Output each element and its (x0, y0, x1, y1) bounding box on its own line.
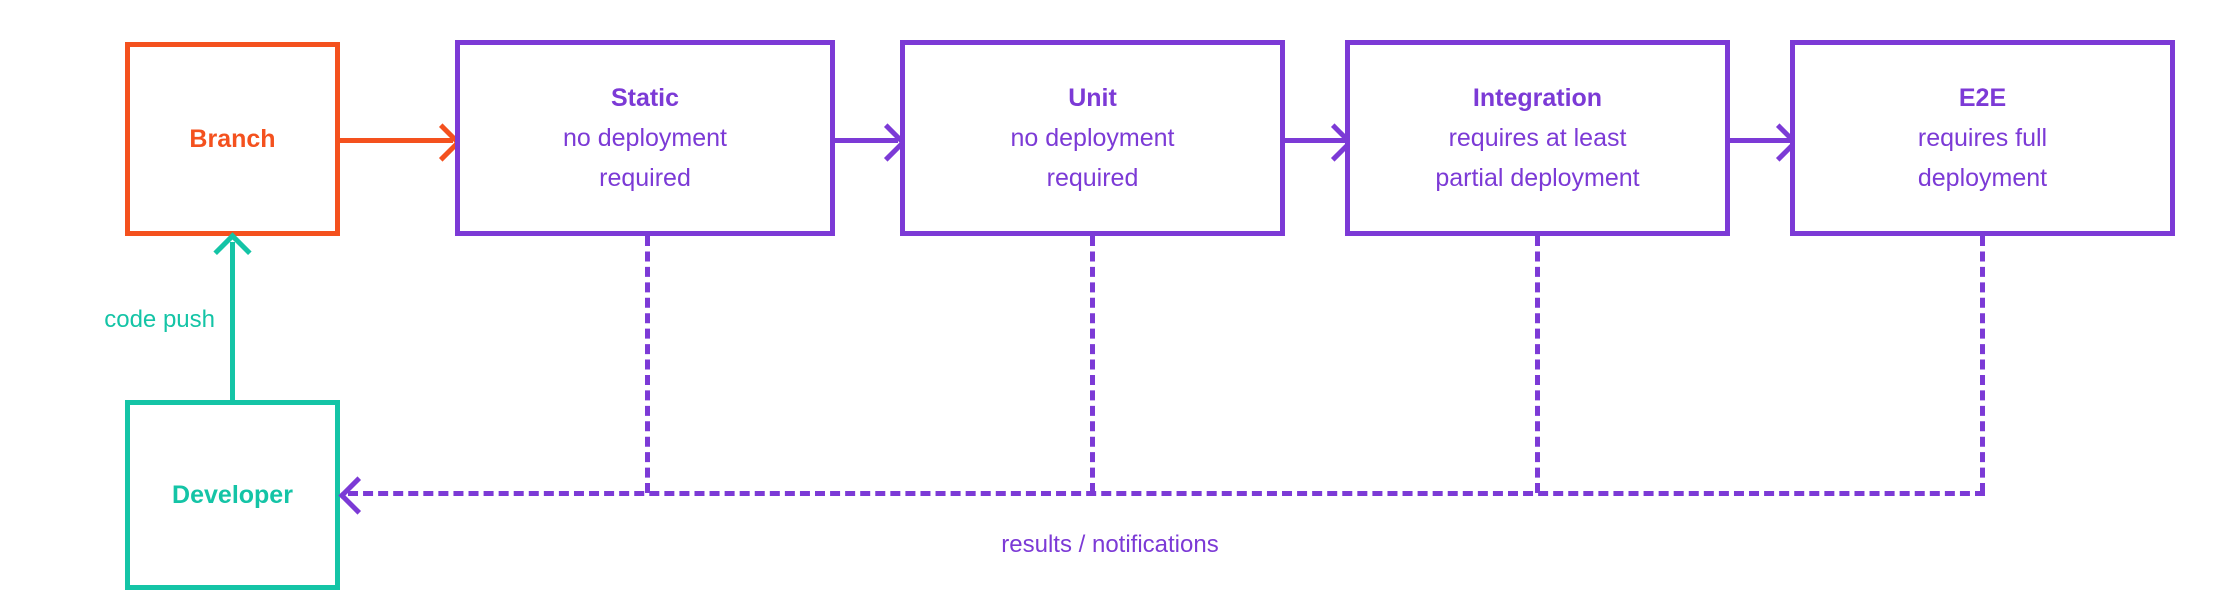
edge-static-to-unit-line (835, 138, 898, 143)
node-integration-line1: requires at least (1448, 124, 1627, 152)
edge-unit-to-integration-line (1285, 138, 1345, 143)
node-unit-line1: no deployment (1010, 124, 1175, 152)
node-static-line1: no deployment (562, 124, 727, 152)
node-static-line2: required (599, 164, 691, 192)
node-developer[interactable]: Developer (125, 400, 340, 590)
node-integration[interactable]: Integration requires at least partial de… (1345, 40, 1730, 236)
node-e2e-title: E2E (1958, 84, 2007, 112)
feedback-drop-unit (1090, 236, 1095, 493)
feedback-return-line (348, 491, 1985, 496)
node-unit-title: Unit (1068, 84, 1117, 112)
feedback-drop-static (645, 236, 650, 493)
feedback-drop-integration (1535, 236, 1540, 493)
edge-code-push-line (230, 242, 235, 402)
node-integration-line2: partial deployment (1435, 164, 1640, 192)
edge-code-push-arrowhead (213, 232, 252, 271)
node-unit[interactable]: Unit no deployment required (900, 40, 1285, 236)
node-branch[interactable]: Branch (125, 42, 340, 236)
feedback-return-arrowhead (338, 476, 377, 515)
node-branch-label: Branch (189, 125, 276, 153)
edge-integration-to-e2e-line (1730, 138, 1790, 143)
edge-code-push-label: code push (104, 306, 215, 333)
node-unit-line2: required (1046, 164, 1139, 192)
node-e2e-line2: deployment (1917, 164, 2048, 192)
node-integration-title: Integration (1472, 84, 1603, 112)
node-e2e-line1: requires full (1917, 124, 2048, 152)
feedback-drop-e2e (1980, 236, 1985, 493)
node-developer-label: Developer (172, 481, 293, 509)
edge-branch-to-static-line (340, 138, 453, 143)
node-static-title: Static (610, 84, 680, 112)
node-static[interactable]: Static no deployment required (455, 40, 835, 236)
feedback-return-label: results / notifications (1001, 531, 1219, 558)
node-e2e[interactable]: E2E requires full deployment (1790, 40, 2175, 236)
